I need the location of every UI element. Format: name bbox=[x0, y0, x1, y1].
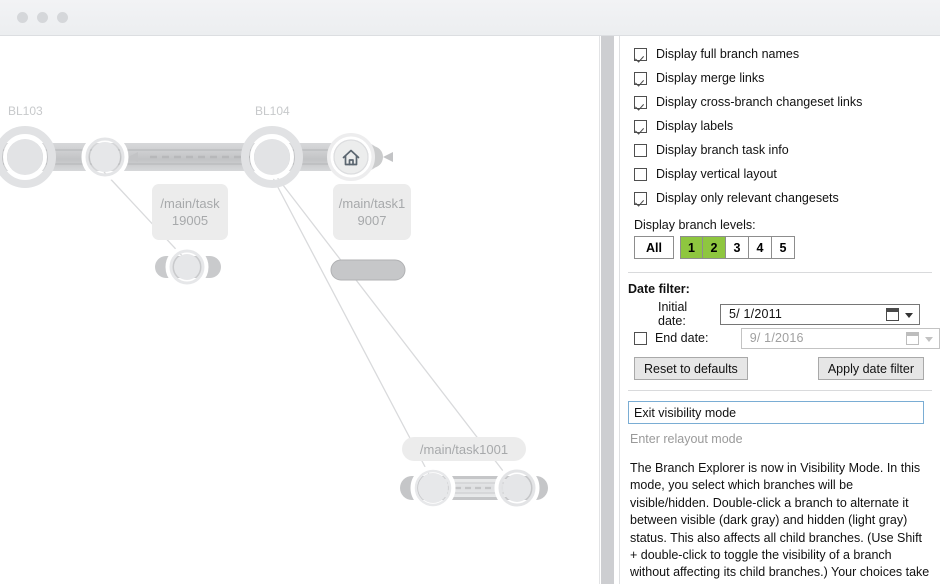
checkbox-icon[interactable] bbox=[634, 119, 647, 133]
branch-level-1-button[interactable]: 1 bbox=[680, 236, 703, 259]
checkbox-icon[interactable] bbox=[634, 47, 647, 61]
merge-links bbox=[103, 171, 511, 481]
chevron-down-icon bbox=[925, 336, 933, 342]
branch-chip-task1001[interactable]: /main/task1001 bbox=[402, 437, 526, 461]
branch-bar-task1001[interactable] bbox=[400, 465, 548, 511]
option-display-merge-links[interactable]: Display merge links bbox=[634, 66, 940, 90]
date-filter-title: Date filter: bbox=[628, 282, 690, 296]
changeset-node-a[interactable] bbox=[81, 133, 129, 181]
calendar-icon[interactable] bbox=[886, 307, 899, 321]
branch-level-3-button[interactable]: 3 bbox=[726, 236, 749, 259]
option-display-cross-branch-changeset-links[interactable]: Display cross-branch changeset links bbox=[634, 90, 940, 114]
graph-vertical-scrollbar[interactable] bbox=[601, 36, 614, 584]
initial-date-field[interactable]: 5/ 1/2011 bbox=[720, 303, 920, 325]
apply-date-filter-button[interactable]: Apply date filter bbox=[817, 357, 924, 380]
option-display-vertical-layout[interactable]: Display vertical layout bbox=[634, 162, 940, 186]
window-controls bbox=[17, 12, 68, 23]
section-divider-2 bbox=[628, 390, 932, 391]
option-display-full-branch-names[interactable]: Display full branch names bbox=[634, 42, 940, 66]
option-display-labels[interactable]: Display labels bbox=[634, 114, 940, 138]
branch-chip-task19005[interactable]: /main/task 19005 bbox=[152, 184, 228, 240]
exit-visibility-mode-button[interactable]: Exit visibility mode bbox=[628, 401, 924, 424]
home-icon bbox=[342, 149, 360, 166]
option-label: Display merge links bbox=[656, 70, 765, 85]
reset-to-defaults-button[interactable]: Reset to defaults bbox=[634, 357, 748, 380]
zoom-button[interactable] bbox=[57, 12, 68, 23]
branch-label-bl103: BL103 bbox=[8, 104, 43, 118]
branch-graph-canvas[interactable] bbox=[0, 36, 600, 584]
close-button[interactable] bbox=[17, 12, 28, 23]
initial-date-value: 5/ 1/2011 bbox=[729, 307, 783, 321]
option-label: Display cross-branch changeset links bbox=[656, 94, 863, 109]
visibility-mode-description: The Branch Explorer is now in Visibility… bbox=[630, 460, 930, 584]
changeset-node-root[interactable] bbox=[0, 126, 56, 188]
branch-bar-task19007[interactable] bbox=[330, 259, 406, 281]
calendar-icon bbox=[906, 331, 919, 345]
option-label: Display only relevant changesets bbox=[656, 190, 839, 205]
initial-date-row: Initial date: 5/ 1/2011 bbox=[620, 300, 940, 328]
branch-label-bl104: BL104 bbox=[255, 104, 290, 118]
option-display-branch-task-info[interactable]: Display branch task info bbox=[634, 138, 940, 162]
checkbox-icon[interactable] bbox=[634, 71, 647, 85]
branch-level-4-button[interactable]: 4 bbox=[749, 236, 772, 259]
enter-relayout-mode-link[interactable]: Enter relayout mode bbox=[630, 432, 743, 446]
section-divider-1 bbox=[628, 272, 932, 273]
end-date-row: End date: 9/ 1/2016 bbox=[620, 326, 940, 350]
option-display-only-relevant-changesets[interactable]: Display only relevant changesets bbox=[634, 186, 940, 210]
date-filter-buttons: Reset to defaults Apply date filter bbox=[620, 350, 926, 380]
blurb-text-before: The Branch Explorer is now in Visibility… bbox=[630, 461, 930, 584]
option-label: Display full branch names bbox=[656, 46, 800, 61]
option-label: Display vertical layout bbox=[656, 166, 777, 181]
branch-chip-task19007[interactable]: /main/task1 9007 bbox=[333, 184, 411, 240]
display-options-list: Display full branch names Display merge … bbox=[620, 36, 940, 210]
chevron-down-icon[interactable] bbox=[905, 312, 913, 318]
checkbox-icon[interactable] bbox=[634, 191, 647, 205]
checkbox-icon[interactable] bbox=[634, 95, 647, 109]
branch-graph-pane[interactable]: BL103 BL104 /main/task 19005 /main/task1… bbox=[0, 36, 600, 584]
clear-visibility-config-link[interactable]: clear visibility config bbox=[630, 583, 888, 584]
branch-bar-task19005[interactable] bbox=[155, 245, 221, 289]
end-date-label: End date: bbox=[654, 331, 709, 345]
initial-date-label: Initial date: bbox=[658, 300, 688, 328]
branch-level-buttons[interactable]: 1 2 3 4 5 bbox=[680, 236, 795, 259]
checkbox-icon[interactable] bbox=[634, 167, 647, 181]
changeset-node-bl104[interactable] bbox=[241, 126, 303, 188]
branch-level-5-button[interactable]: 5 bbox=[772, 236, 795, 259]
window-titlebar bbox=[0, 0, 940, 36]
branch-levels-selector[interactable]: All 1 2 3 4 5 bbox=[620, 236, 940, 259]
pane-splitter[interactable] bbox=[614, 36, 620, 584]
minimize-button[interactable] bbox=[37, 12, 48, 23]
end-date-value: 9/ 1/2016 bbox=[749, 331, 804, 345]
option-label: Display labels bbox=[656, 118, 734, 133]
checkbox-icon[interactable] bbox=[634, 143, 647, 157]
home-node[interactable] bbox=[327, 133, 375, 181]
branch-levels-label: Display branch levels: bbox=[634, 218, 756, 232]
branch-level-2-button[interactable]: 2 bbox=[703, 236, 726, 259]
graph-scrollbar-thumb[interactable] bbox=[601, 36, 614, 584]
branch-explorer-options-pane: Display full branch names Display merge … bbox=[620, 36, 940, 584]
option-label: Display branch task info bbox=[656, 142, 789, 157]
end-date-field[interactable]: 9/ 1/2016 bbox=[740, 327, 940, 349]
branch-level-all-button[interactable]: All bbox=[634, 236, 674, 259]
end-date-checkbox-icon[interactable] bbox=[634, 331, 647, 345]
